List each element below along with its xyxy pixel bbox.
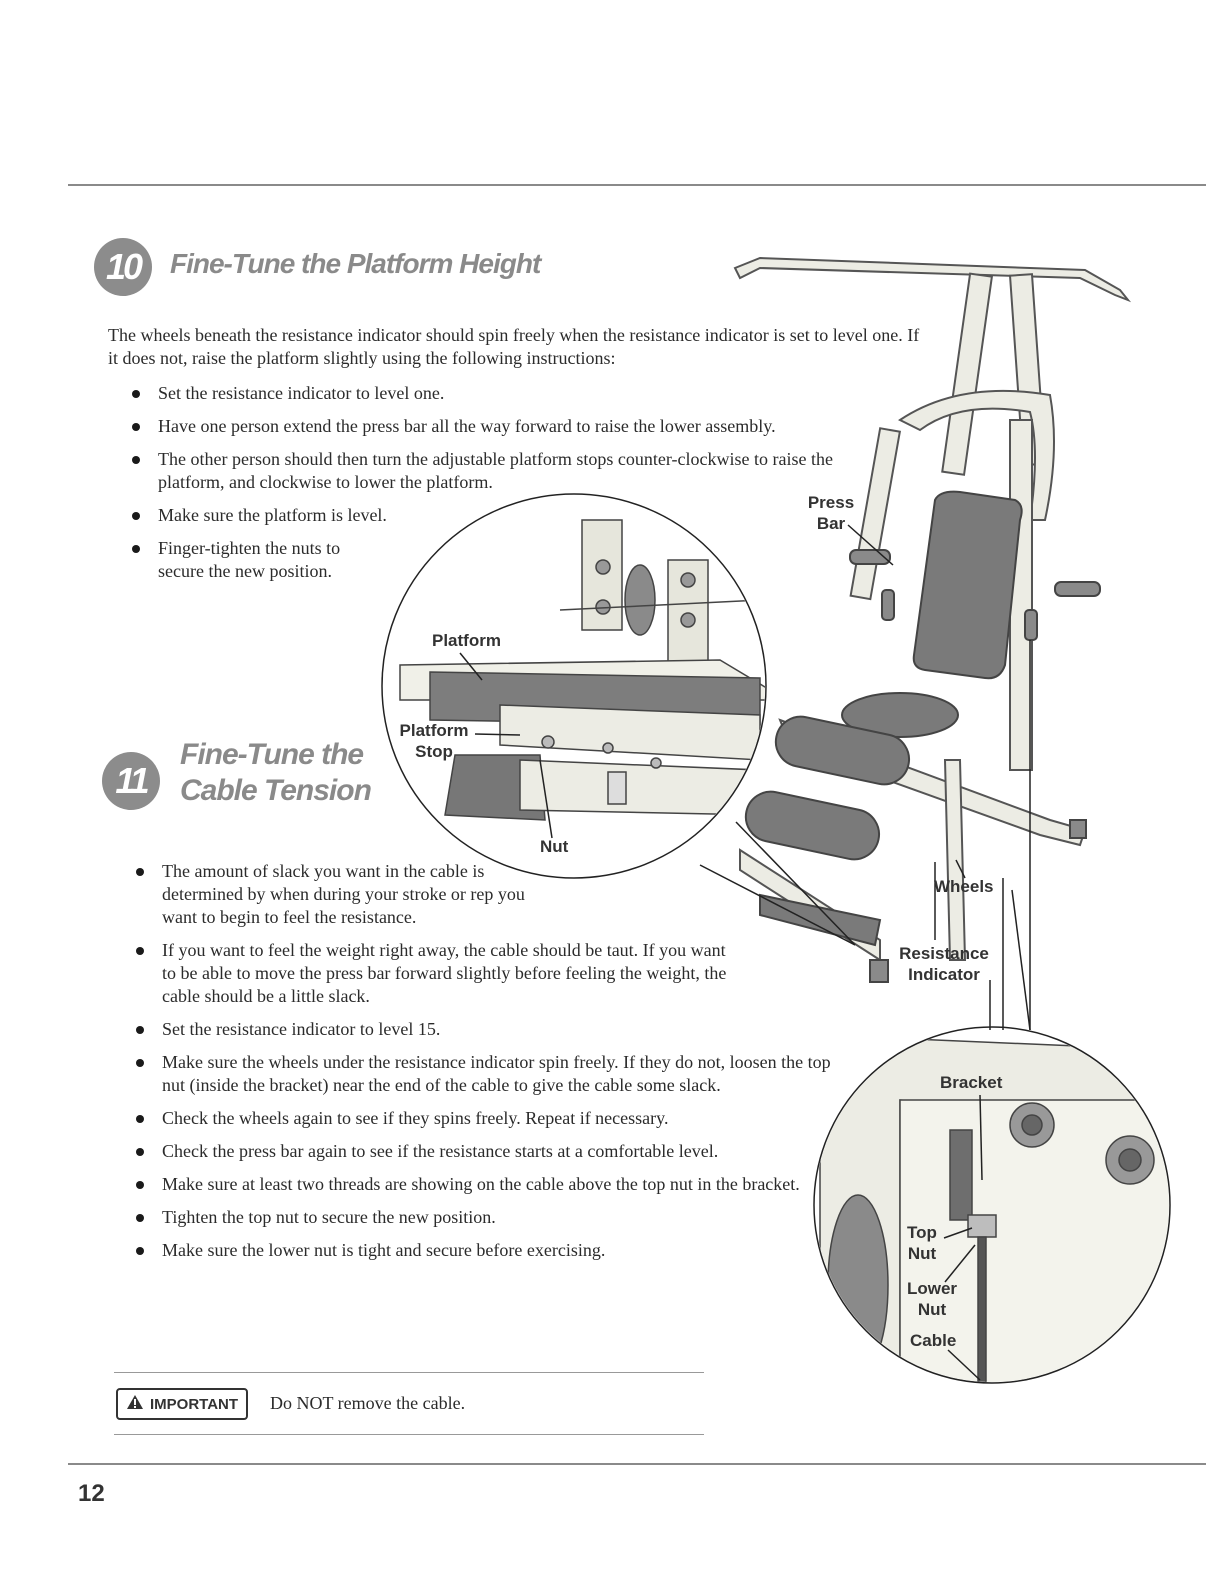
important-top-rule [114, 1372, 704, 1373]
bottom-rule [68, 1463, 1206, 1465]
step-11-badge: 11 [102, 752, 160, 810]
page-number: 12 [78, 1480, 105, 1507]
platform-detail-circle [381, 493, 767, 879]
important-badge: IMPORTANT [116, 1388, 249, 1420]
callout-nut: Nut [540, 837, 569, 856]
list-item: The other person should then turn the ad… [128, 448, 858, 494]
list-item: Make sure the lower nut is tight and sec… [132, 1239, 832, 1262]
step-11-title-line1: Fine-Tune the [180, 738, 364, 771]
callout-resistance-indicator: Resistance Indicator [899, 944, 989, 984]
list-item: Make sure the wheels under the resistanc… [132, 1051, 832, 1097]
callout-platform: Platform [432, 631, 501, 650]
seat-pads [744, 490, 1023, 947]
list-item: Finger-tighten the nuts to secure the ne… [128, 537, 388, 583]
callout-cable: Cable [910, 1331, 957, 1350]
list-item: If you want to feel the weight right awa… [132, 939, 732, 1008]
callout-bracket: Bracket [940, 1073, 1003, 1092]
callout-top-nut: Top Nut [907, 1223, 937, 1263]
warning-icon [126, 1394, 144, 1414]
list-item: The amount of slack you want in the cabl… [132, 860, 542, 929]
callout-platform-stop: Platform Stop [399, 721, 469, 761]
step-10-intro: The wheels beneath the resistance indica… [108, 325, 920, 368]
callout-press-bar: Press Bar [807, 493, 855, 533]
important-text: Do NOT remove the cable. [270, 1393, 466, 1413]
list-item: Tighten the top nut to secure the new po… [132, 1206, 832, 1229]
important-label: IMPORTANT [150, 1395, 239, 1413]
step-11-bullets: The amount of slack you want in the cabl… [132, 860, 832, 1272]
list-item: Have one person extend the press bar all… [128, 415, 888, 438]
list-item: Set the resistance indicator to level 15… [132, 1018, 832, 1041]
press-bar-handles [849, 549, 1101, 983]
top-rule [68, 184, 1206, 186]
step-11-title-line2: Cable Tension [180, 774, 372, 807]
callout-lower-nut: Lower Nut [906, 1279, 958, 1319]
callout-leaders [459, 524, 1031, 1381]
step-10-badge: 10 [94, 238, 152, 296]
list-item: Make sure at least two threads are showi… [132, 1173, 802, 1196]
callout-wheels: Wheels [934, 877, 994, 896]
important-bottom-rule [114, 1434, 704, 1435]
list-item: Check the wheels again to see if they sp… [132, 1107, 832, 1130]
step-10-title: Fine-Tune the Platform Height [170, 248, 541, 279]
list-item: Check the press bar again to see if the … [132, 1140, 832, 1163]
list-item: Make sure the platform is level. [128, 504, 888, 527]
list-item: Set the resistance indicator to level on… [128, 382, 888, 405]
step-10-bullets: Set the resistance indicator to level on… [128, 382, 888, 593]
